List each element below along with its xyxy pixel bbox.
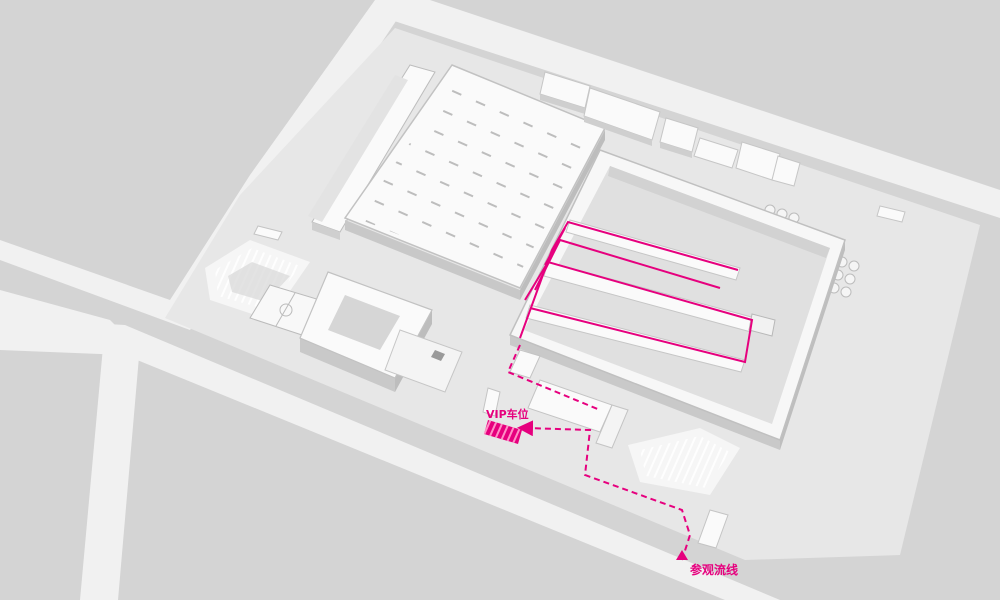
courtyard-building [299, 271, 463, 393]
guard-house-west [253, 225, 283, 241]
entry-structures [482, 349, 629, 449]
vip-parking [484, 420, 522, 444]
gatehouse-south [697, 509, 729, 549]
visit-route-label: 参观流线 [690, 562, 738, 577]
parking-lot-east [628, 428, 740, 495]
road-south [0, 318, 780, 600]
vip-parking-label: VIP车位 [486, 407, 529, 421]
road-north [385, 0, 1000, 218]
buildings-north [539, 71, 906, 223]
arrow-up-icon [676, 550, 688, 560]
factory-main [343, 64, 607, 300]
warehouse-strip-west [308, 64, 436, 240]
visit-route-inside [519, 220, 754, 364]
visit-route-path [506, 344, 692, 561]
road-vertical [80, 325, 140, 600]
